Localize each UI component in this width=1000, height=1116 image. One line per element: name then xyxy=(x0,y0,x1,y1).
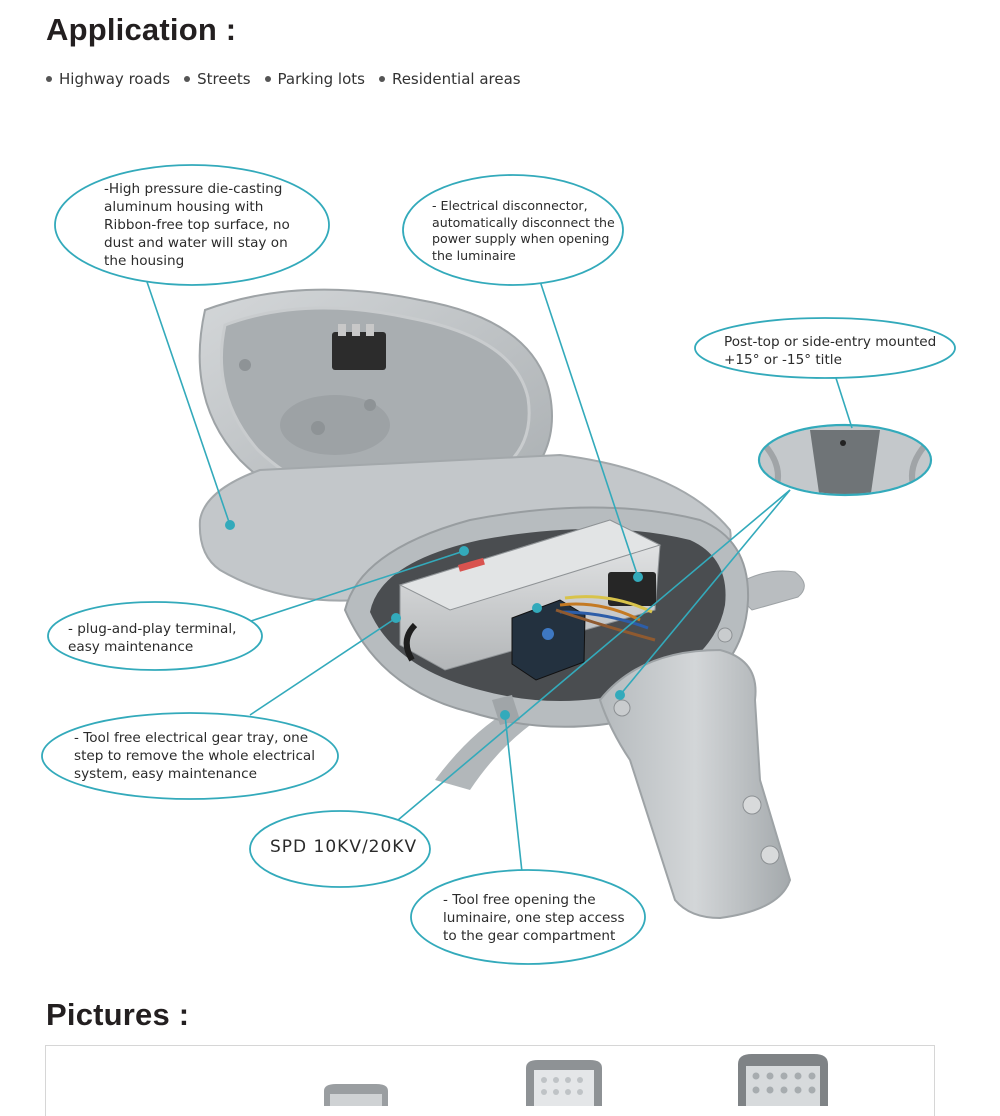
callout-spd: SPD 10KV/20KV xyxy=(270,837,418,857)
mounting-arm xyxy=(598,627,792,920)
spd-module xyxy=(511,599,586,681)
pictures-gallery xyxy=(45,1045,935,1116)
application-item: Highway roads xyxy=(46,70,170,88)
callout-housing: -High pressure die-casting aluminum hous… xyxy=(104,181,290,269)
application-item: Residential areas xyxy=(378,70,521,88)
led-driver xyxy=(398,519,662,671)
application-item: Parking lots xyxy=(264,70,365,88)
callout-ovals xyxy=(41,164,956,965)
product-thumbnail xyxy=(526,1060,602,1106)
leader-lines xyxy=(144,271,853,873)
callout-opening: - Tool free opening the luminaire, one s… xyxy=(443,892,625,944)
housing-lid xyxy=(198,288,553,533)
callout-terminal: - plug-and-play terminal, easy maintenan… xyxy=(68,621,237,655)
bullet-icon xyxy=(46,76,52,82)
luminaire-diagram xyxy=(41,164,956,965)
callout-gear-tray: - Tool free electrical gear tray, one st… xyxy=(74,730,316,782)
callout-mounting: Post-top or side-entry mounted +15° or -… xyxy=(724,334,937,368)
application-list: Highway roads Streets Parking lots Resid… xyxy=(46,70,521,88)
application-heading: Application : xyxy=(46,12,237,47)
callout-disconnector: - Electrical disconnector, automatically… xyxy=(432,198,615,263)
bullet-icon xyxy=(264,76,271,82)
leader-dots xyxy=(225,520,643,720)
bullet-icon xyxy=(378,76,385,82)
lid-connector xyxy=(332,324,386,370)
tilt-detail-inset xyxy=(760,426,930,494)
product-thumbnail xyxy=(738,1054,828,1106)
application-item: Streets xyxy=(184,70,251,88)
terminal-block xyxy=(555,572,656,642)
bullet-icon xyxy=(184,76,191,82)
product-thumbnail xyxy=(324,1084,388,1106)
product-thumbnails xyxy=(324,1054,828,1106)
pictures-heading: Pictures : xyxy=(46,997,190,1032)
